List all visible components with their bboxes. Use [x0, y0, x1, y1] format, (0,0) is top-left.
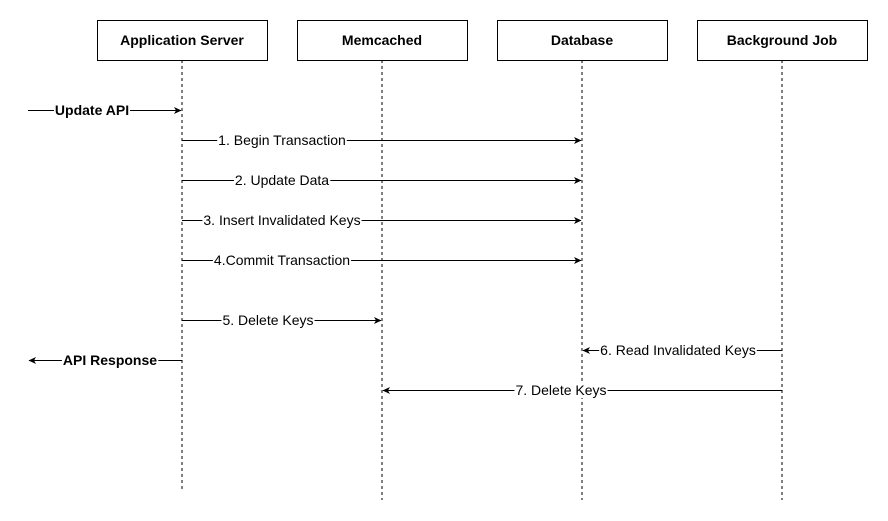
message-label-background [61, 352, 159, 368]
message-insert-invalidated-keys[interactable]: 3. Insert Invalidated Keys [182, 212, 582, 228]
message-label: 2. Update Data [235, 172, 329, 188]
message-label-background [599, 342, 757, 358]
participant-label: Application Server [120, 32, 244, 48]
message-label-background [217, 132, 347, 148]
message-label-background [212, 252, 352, 268]
message-label-background [514, 382, 608, 398]
participant-mem[interactable]: Memcached [297, 20, 468, 61]
participant-box [97, 20, 268, 61]
message-label: Update API [55, 102, 129, 118]
message-begin-transaction[interactable]: 1. Begin Transaction [182, 132, 582, 148]
message-label-background [233, 172, 331, 188]
message-api-response[interactable]: API Response [28, 352, 182, 368]
message-label: API Response [63, 352, 157, 368]
message-label: 1. Begin Transaction [218, 132, 346, 148]
participant-label: Memcached [342, 32, 422, 48]
participant-box [497, 20, 668, 61]
message-label: 7. Delete Keys [515, 382, 606, 398]
participant-db[interactable]: Database [497, 20, 668, 61]
message-label: 5. Delete Keys [222, 312, 313, 328]
message-label-background [202, 212, 362, 228]
participant-box [297, 20, 468, 61]
participant-label: Database [551, 32, 613, 48]
participant-box [697, 20, 868, 61]
participant-app[interactable]: Application Server [97, 20, 268, 61]
message-commit-transaction[interactable]: 4.Commit Transaction [182, 252, 582, 268]
participant-bg[interactable]: Background Job [697, 20, 868, 61]
participant-label: Background Job [727, 32, 837, 48]
message-label-background [221, 312, 315, 328]
message-label: 4.Commit Transaction [214, 252, 350, 268]
message-update-api[interactable]: Update API [28, 102, 182, 118]
message-delete-keys-app[interactable]: 5. Delete Keys [182, 312, 382, 328]
message-label: 6. Read Invalidated Keys [600, 342, 756, 358]
message-delete-keys-bg[interactable]: 7. Delete Keys [382, 382, 782, 398]
message-read-invalidated-keys[interactable]: 6. Read Invalidated Keys [582, 342, 782, 358]
message-label-background [53, 102, 131, 118]
message-label: 3. Insert Invalidated Keys [203, 212, 360, 228]
message-update-data[interactable]: 2. Update Data [182, 172, 582, 188]
